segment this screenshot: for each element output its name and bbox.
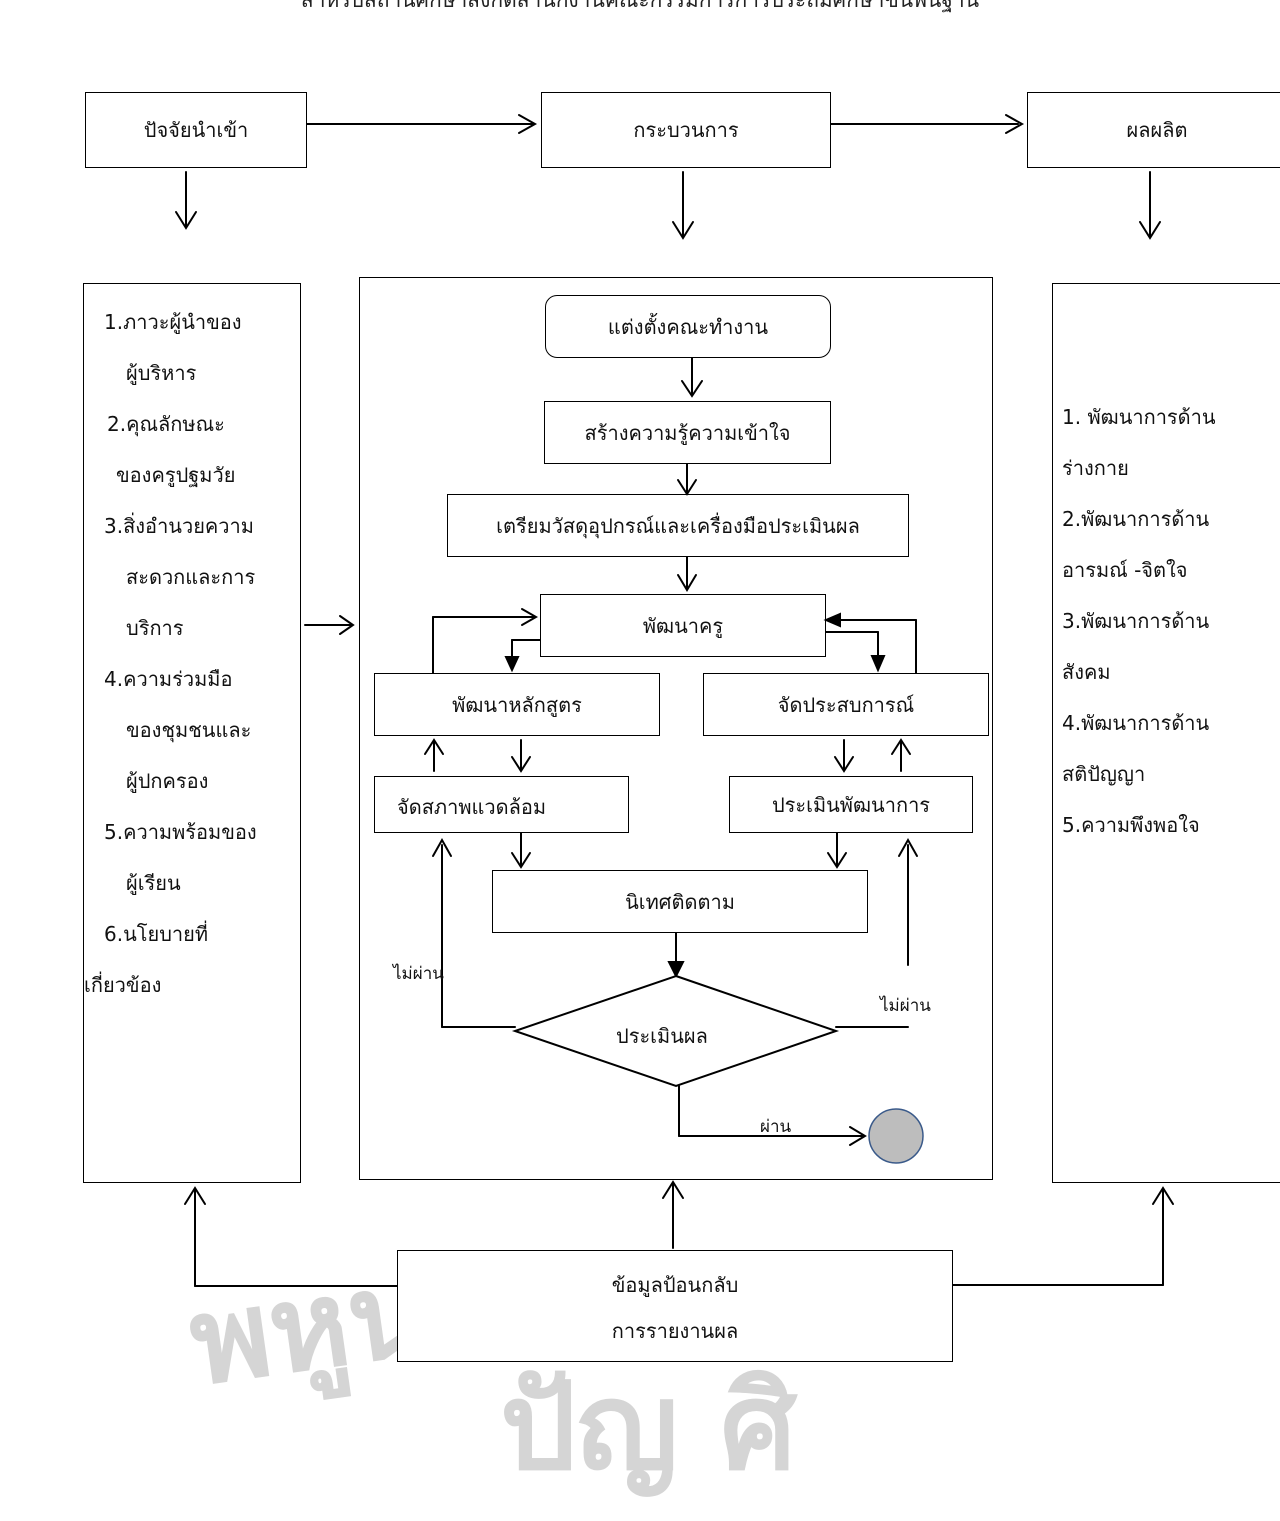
outputs-list: 1. พัฒนาการด้าน ร่างกาย 2.พัฒนาการด้าน อ…: [1062, 392, 1216, 851]
fail-right-label: ไม่ผ่าน: [880, 996, 931, 1016]
appoint-committee-node: แต่งตั้งคณะทำงาน: [545, 295, 831, 358]
outputs-panel: [1052, 283, 1280, 1183]
input-item: 2.คุณลักษณะ: [107, 412, 225, 436]
input-item: บริการ: [126, 616, 184, 640]
input-item: 4.ความร่วมมือ: [104, 667, 233, 691]
output-item: 2.พัฒนาการด้าน: [1062, 507, 1210, 531]
output-item: สังคม: [1062, 660, 1111, 684]
input-item: เกี่ยวข้อง: [84, 973, 162, 997]
curriculum-development-node: พัฒนาหลักสูตร: [374, 673, 660, 736]
input-header-box: ปัจจัยนำเข้า: [85, 92, 307, 168]
input-item: ของชุมชนและ: [126, 718, 252, 742]
output-item: 5.ความพึงพอใจ: [1062, 813, 1200, 837]
output-item: 3.พัฒนาการด้าน: [1062, 609, 1210, 633]
assess-development-node: ประเมินพัฒนาการ: [729, 776, 973, 833]
input-item: 5.ความพร้อมของ: [104, 820, 257, 844]
output-header-box: ผลผลิต: [1027, 92, 1280, 168]
connector-lines: [175, 114, 1174, 1295]
inputs-list: 1.ภาวะผู้นำของ ผู้บริหาร 2.คุณลักษณะ ของ…: [84, 297, 257, 1011]
page-header: สำหรับสถานศึกษาสังกัดสำนักงานคณะกรรมการก…: [300, 0, 980, 12]
end-terminal: [868, 1108, 924, 1164]
pass-label: ผ่าน: [760, 1117, 792, 1137]
prepare-materials-node: เตรียมวัสดุอุปกรณ์และเครื่องมือประเมินผล: [447, 494, 909, 557]
input-header-label: ปัจจัยนำเข้า: [143, 118, 249, 142]
environment-node: จัดสภาพแวดล้อม: [374, 776, 629, 833]
output-item: ร่างกาย: [1062, 456, 1129, 480]
input-item: 1.ภาวะผู้นำของ: [104, 310, 242, 334]
input-item: 3.สิ่งอำนวยความ: [104, 514, 254, 538]
feedback-line-1: ข้อมูลป้อนกลับ: [611, 1273, 739, 1297]
input-item: ผู้ปกครอง: [126, 769, 209, 793]
teacher-development-node: พัฒนาครู: [540, 594, 826, 657]
output-item: 1. พัฒนาการด้าน: [1062, 405, 1216, 429]
output-item: อารมณ์ -จิตใจ: [1062, 558, 1188, 582]
inputs-panel: [83, 283, 301, 1183]
output-item: 4.พัฒนาการด้าน: [1062, 711, 1210, 735]
input-item: ของครูปฐมวัย: [116, 463, 236, 487]
evaluate-label: ประเมินผล: [616, 1024, 708, 1048]
supervision-node: นิเทศติดตาม: [492, 870, 868, 933]
fail-left-label: ไม่ผ่าน: [393, 964, 444, 984]
process-header-box: กระบวนการ: [541, 92, 831, 168]
input-item: สะดวกและการ: [126, 565, 256, 589]
organize-experience-node: จัดประสบการณ์: [703, 673, 989, 736]
input-item: 6.นโยบายที่: [104, 922, 209, 946]
feedback-line-2: การรายงานผล: [611, 1319, 739, 1343]
output-item: สติปัญญา: [1062, 762, 1146, 786]
feedback-box: ข้อมูลป้อนกลับ การรายงานผล: [397, 1250, 953, 1362]
output-header-label: ผลผลิต: [1126, 118, 1188, 142]
input-item: ผู้เรียน: [126, 871, 181, 895]
input-item: ผู้บริหาร: [126, 361, 197, 385]
process-header-label: กระบวนการ: [633, 118, 739, 142]
